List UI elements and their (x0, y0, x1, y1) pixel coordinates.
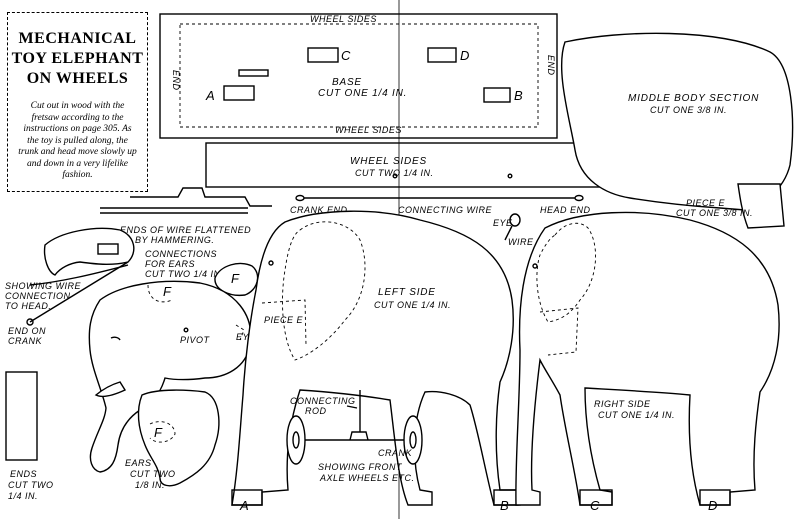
wire-flattened-2: BY HAMMERING. (135, 235, 214, 245)
piece-e-label: PIECE E (686, 198, 726, 208)
head-showing-1: SHOWING WIRE (5, 281, 81, 291)
right-side-piece: RIGHT SIDE CUT ONE 1/4 IN. C D (515, 211, 780, 513)
connections-3: CUT TWO 1/4 IN. (145, 269, 224, 279)
ears-cut-1: CUT TWO (130, 469, 176, 479)
head-end-on: END ON (8, 326, 46, 336)
wheel-sides-label: WHEEL SIDES (350, 156, 427, 167)
title-box: MECHANICAL TOY ELEPHANT ON WHEELS Cut ou… (7, 12, 148, 192)
base-wheel-sides-top: WHEEL SIDES (310, 14, 377, 24)
head-wire-sketch: SHOWING WIRE CONNECTION TO HEAD. END ON … (5, 227, 135, 346)
base-end-left: END (171, 70, 181, 91)
connections-1: CONNECTIONS (145, 249, 217, 259)
wire-head-end: HEAD END (540, 205, 591, 215)
foot-d: D (708, 498, 717, 513)
foot-c: C (590, 498, 600, 513)
elephant-head: F PIVOT EYE (88, 280, 256, 473)
ends-label: ENDS (10, 469, 37, 479)
base-mark-d: D (460, 48, 469, 63)
wire-eye: EYE (493, 218, 513, 228)
connections-2: FOR EARS (145, 259, 195, 269)
foot-b: B (500, 498, 509, 513)
title-description: Cut out in wood with the fretsaw accordi… (18, 101, 137, 180)
middle-body-piece: MIDDLE BODY SECTION CUT ONE 3/8 IN. (560, 32, 794, 211)
foot-a: A (239, 498, 249, 513)
ears-label: EARS (125, 458, 152, 468)
axle-connecting: CONNECTING (290, 396, 356, 406)
right-side-cut: CUT ONE 1/4 IN. (598, 410, 675, 420)
right-side-label: RIGHT SIDE (594, 399, 651, 409)
ear-f-letter: F (154, 425, 163, 440)
piece-e-cut: CUT ONE 3/8 IN. (676, 208, 753, 218)
head-f-letter: F (163, 284, 172, 299)
head-eye: EYE (236, 332, 256, 342)
head-showing-3: TO HEAD. (5, 301, 51, 311)
wire-connecting: CONNECTING WIRE (398, 205, 492, 215)
head-showing-2: CONNECTION (5, 291, 71, 301)
base-mark-c: C (341, 48, 351, 63)
axle-rod: ROD (305, 406, 327, 416)
crank-wire: ENDS OF WIRE FLATTENED BY HAMMERING. (100, 187, 272, 245)
ear-piece: F EARS CUT TWO 1/8 IN. (125, 389, 220, 490)
head-crank: CRANK (8, 336, 43, 346)
ends-piece: ENDS CUT TWO 1/4 IN. (5, 371, 54, 501)
ends-cut-1: CUT TWO (8, 480, 54, 490)
base-cut: CUT ONE 1/4 IN. (318, 88, 407, 99)
base-label: BASE (332, 77, 362, 88)
head-pivot: PIVOT (180, 335, 211, 345)
page-title: MECHANICAL TOY ELEPHANT ON WHEELS (11, 30, 144, 87)
base-end-right: END (546, 55, 556, 76)
f-piece-letter: F (231, 271, 240, 286)
base-mark-b: B (514, 88, 523, 103)
axle-crank: CRANK (378, 448, 413, 458)
wire-flattened-1: ENDS OF WIRE FLATTENED (120, 225, 251, 235)
middle-body-cut: CUT ONE 3/8 IN. (650, 105, 727, 115)
axle-showing-2: AXLE WHEELS ETC. (319, 473, 415, 483)
wheel-sides-cut: CUT TWO 1/4 IN. (355, 168, 434, 178)
middle-body-label: MIDDLE BODY SECTION (628, 93, 759, 104)
base-mark-a: A (205, 88, 215, 103)
left-side-cut: CUT ONE 1/4 IN. (374, 300, 451, 310)
ears-cut-2: 1/8 IN. (135, 480, 165, 490)
wheel-sides-piece: WHEEL SIDES CUT TWO 1/4 IN. (205, 142, 606, 188)
base-wheel-sides-bottom: WHEEL SIDES (335, 125, 402, 135)
left-side-label: LEFT SIDE (378, 287, 436, 298)
base-piece: WHEEL SIDES WHEEL SIDES END END C D A B … (159, 13, 558, 139)
piece-e: PIECE E CUT ONE 3/8 IN. (676, 183, 785, 229)
axle-showing-1: SHOWING FRONT (318, 462, 403, 472)
connecting-wire: CRANK END CONNECTING WIRE HEAD END EYE W… (290, 194, 591, 247)
wire-wire: WIRE (508, 237, 534, 247)
ends-cut-2: 1/4 IN. (8, 491, 38, 501)
wire-crank-end: CRANK END (290, 205, 348, 215)
left-piece-e: PIECE E (264, 315, 304, 325)
ear-connections: CONNECTIONS FOR EARS CUT TWO 1/4 IN. F (145, 249, 259, 297)
axle-detail: CONNECTING ROD CRANK SHOWING FRONT AXLE … (286, 390, 423, 483)
